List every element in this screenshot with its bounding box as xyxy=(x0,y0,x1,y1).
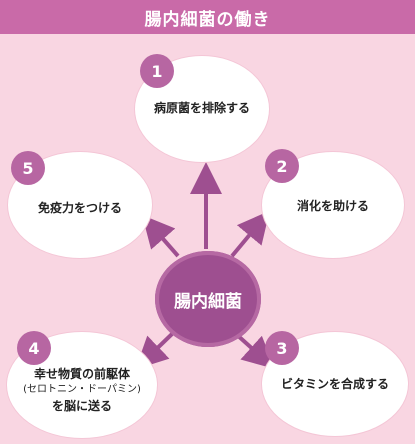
node-4-badge: 4 xyxy=(17,331,51,365)
node-4-label-line-3: を脳に送る xyxy=(51,399,112,413)
center-label: 腸内細菌 xyxy=(174,291,242,312)
arrow-to-node-5 xyxy=(142,214,180,258)
node-1-label: 病原菌を排除する xyxy=(153,101,250,115)
center-node: 腸内細菌 xyxy=(155,251,261,347)
arrow-to-node-4 xyxy=(135,332,174,370)
node-1-badge: 1 xyxy=(140,54,174,88)
node-4-label: 幸せ物質の前駆体 (セロトニン・ドーパミン) を脳に送る xyxy=(7,366,157,414)
node-4-label-line-1: 幸せ物質の前駆体 xyxy=(33,367,130,381)
arrow-to-node-3 xyxy=(234,332,275,370)
title-bar: 腸内細菌の働き xyxy=(0,0,415,34)
arrow-to-node-2 xyxy=(230,210,270,258)
arrows-layer xyxy=(135,162,275,370)
node-5-badge: 5 xyxy=(11,151,45,185)
node-3-label: ビタミンを合成する xyxy=(280,377,389,391)
node-5-label: 免疫力をつける xyxy=(37,201,122,215)
node-2-label: 消化を助ける xyxy=(296,199,369,213)
node-2-badge: 2 xyxy=(265,149,299,183)
diagram-panel: 1 病原菌を排除する 2 消化を助ける 3 ビタミンを合成する 4 幸せ物質の前… xyxy=(0,34,415,444)
node-3-badge: 3 xyxy=(265,331,299,365)
diagram-title: 腸内細菌の働き xyxy=(144,9,271,30)
node-4-label-line-2: (セロトニン・ドーパミン) xyxy=(23,384,141,395)
